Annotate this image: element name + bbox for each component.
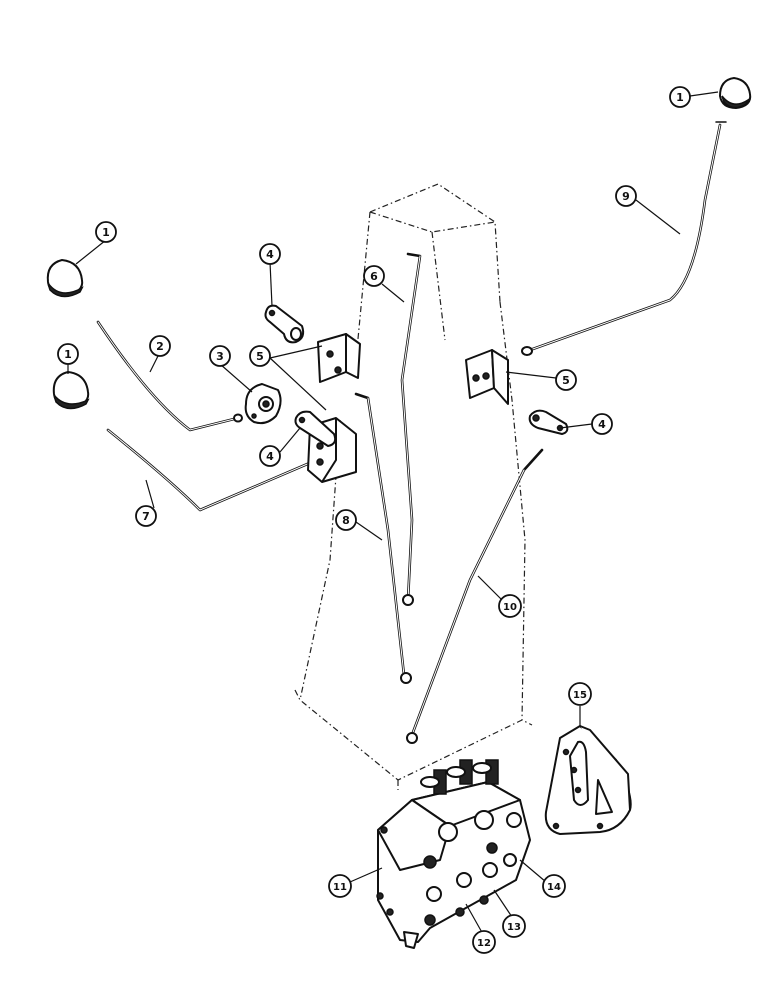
- callout-label: 9: [622, 190, 630, 203]
- callout-13: 13: [502, 914, 526, 938]
- callout-label: 5: [256, 350, 264, 363]
- callout-label: 4: [266, 248, 274, 261]
- callout-3: 3: [209, 345, 231, 367]
- callout-label: 4: [266, 450, 274, 463]
- lever-rod-2: [96, 320, 243, 432]
- callout-label: 1: [676, 91, 684, 104]
- callout-label: 1: [64, 348, 72, 361]
- callout-4-upper: 4: [259, 243, 281, 265]
- lever-rod-7: [106, 428, 314, 512]
- callout-5-left: 5: [249, 345, 271, 367]
- knob-mid-left: [52, 371, 90, 410]
- callout-4-right: 4: [591, 413, 613, 435]
- callout-label: 13: [507, 922, 521, 933]
- link-4-right: [528, 409, 569, 435]
- control-rod-6: [400, 252, 422, 606]
- callout-1-top-right: 1: [669, 86, 691, 108]
- callout-label: 14: [547, 882, 561, 893]
- leader-lines: [67, 91, 719, 937]
- callout-label: 10: [503, 602, 517, 613]
- callout-12: 12: [472, 930, 496, 954]
- callout-8: 8: [335, 509, 357, 531]
- callout-1-upper-left: 1: [95, 221, 117, 243]
- callout-label: 6: [370, 270, 378, 283]
- callout-label: 1: [102, 226, 110, 239]
- control-rod-10: [406, 448, 544, 744]
- callout-label: 11: [333, 882, 347, 893]
- console-outline: [294, 183, 533, 790]
- knob-top-right: [719, 77, 752, 109]
- callout-9: 9: [615, 185, 637, 207]
- callout-label: 3: [216, 350, 224, 363]
- mounting-bracket-15: [544, 725, 632, 835]
- callout-7: 7: [135, 505, 157, 527]
- knob-upper-left: [46, 259, 84, 298]
- control-rod-8: [354, 392, 412, 684]
- callout-label: 15: [573, 690, 587, 701]
- callout-label: 12: [477, 938, 491, 949]
- callout-label: 4: [598, 418, 606, 431]
- callout-1-mid-left: 1: [57, 343, 79, 365]
- mount-plate-3: [244, 383, 282, 425]
- callout-15: 15: [568, 682, 592, 706]
- bracket-5-right: [465, 349, 509, 405]
- control-valve-assembly: [376, 759, 531, 949]
- callout-2: 2: [149, 335, 171, 357]
- callout-5-right: 5: [555, 369, 577, 391]
- lever-rod-9: [521, 121, 727, 356]
- callout-label: 7: [142, 510, 150, 523]
- link-4-upper: [264, 304, 305, 344]
- bracket-5-left-lower: [294, 410, 357, 483]
- callout-11: 11: [328, 874, 352, 898]
- callout-10: 10: [498, 594, 522, 618]
- callout-label: 8: [342, 514, 350, 527]
- callout-4-left: 4: [259, 445, 281, 467]
- bracket-5-left-upper: [317, 333, 361, 383]
- callout-label: 5: [562, 374, 570, 387]
- callout-label: 2: [156, 340, 164, 353]
- callout-14: 14: [542, 874, 566, 898]
- callout-6: 6: [363, 265, 385, 287]
